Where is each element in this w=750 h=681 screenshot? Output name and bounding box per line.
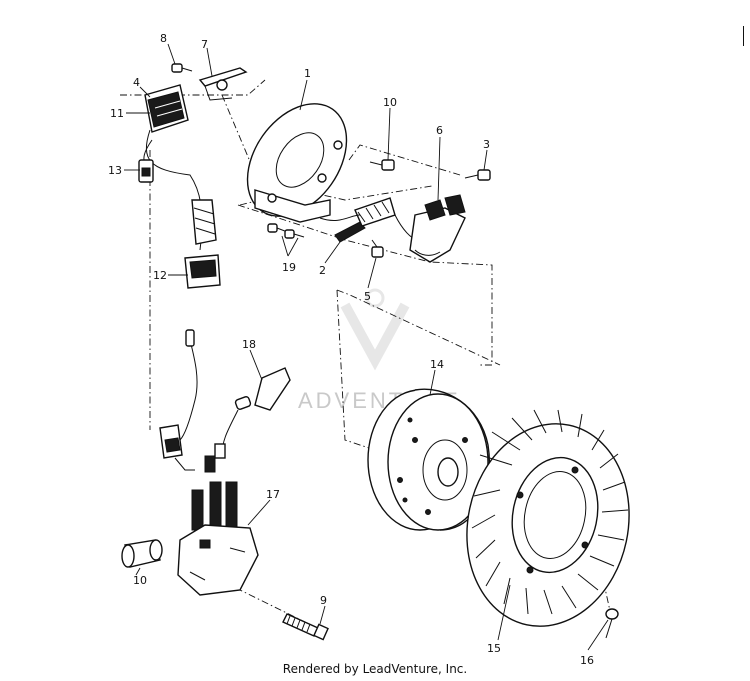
part-10-screw-top bbox=[369, 159, 395, 171]
part-8-screw bbox=[171, 63, 193, 73]
part-10-bushing bbox=[121, 539, 163, 568]
part-18-spark-plug-cap bbox=[221, 367, 291, 456]
part-3-screw bbox=[464, 169, 491, 181]
part-19-screws bbox=[267, 223, 305, 239]
callout-10-bottom: 10 bbox=[133, 574, 147, 587]
part-2-pulser-coil bbox=[319, 197, 427, 243]
part-9-bolt bbox=[282, 613, 329, 641]
part-1-stator-plate bbox=[246, 103, 348, 223]
callout-7: 7 bbox=[201, 38, 208, 51]
part-14-flywheel bbox=[367, 388, 491, 531]
part-4-regulator bbox=[144, 84, 189, 133]
wire-harness bbox=[143, 129, 217, 251]
callout-9: 9 bbox=[320, 594, 327, 607]
callout-14: 14 bbox=[430, 358, 444, 371]
callout-19: 19 bbox=[282, 261, 296, 274]
callout-4: 4 bbox=[133, 76, 140, 89]
ignition-wiring bbox=[159, 329, 198, 471]
part-12-connector bbox=[184, 254, 221, 289]
part-5-screw bbox=[371, 239, 384, 258]
edge-mark bbox=[743, 26, 750, 46]
part-6-charging-coil bbox=[409, 194, 466, 263]
callout-2: 2 bbox=[319, 264, 326, 277]
leader-lines bbox=[124, 43, 609, 651]
callout-labels: 8 7 4 11 13 1 10 6 3 2 5 19 12 14 18 17 … bbox=[108, 32, 594, 667]
callout-3: 3 bbox=[483, 138, 490, 151]
callout-13: 13 bbox=[108, 164, 122, 177]
footer-credit: Rendered by LeadVenture, Inc. bbox=[282, 662, 468, 676]
callout-18: 18 bbox=[242, 338, 256, 351]
part-16-screw bbox=[605, 608, 619, 639]
callout-12: 12 bbox=[153, 269, 167, 282]
callout-15: 15 bbox=[487, 642, 501, 655]
part-15-cooling-fan bbox=[466, 409, 630, 627]
callout-16: 16 bbox=[580, 654, 594, 667]
callout-11: 11 bbox=[110, 107, 124, 120]
part-17-ignition-coil bbox=[177, 443, 259, 596]
callout-6: 6 bbox=[436, 124, 443, 137]
part-13-connector bbox=[138, 159, 154, 183]
part-7-bracket bbox=[198, 67, 248, 101]
callout-17: 17 bbox=[266, 488, 280, 501]
callout-10-top: 10 bbox=[383, 96, 397, 109]
watermark-logo bbox=[340, 288, 410, 371]
callout-1: 1 bbox=[304, 67, 311, 80]
callout-8: 8 bbox=[160, 32, 167, 45]
callout-5: 5 bbox=[364, 290, 371, 303]
